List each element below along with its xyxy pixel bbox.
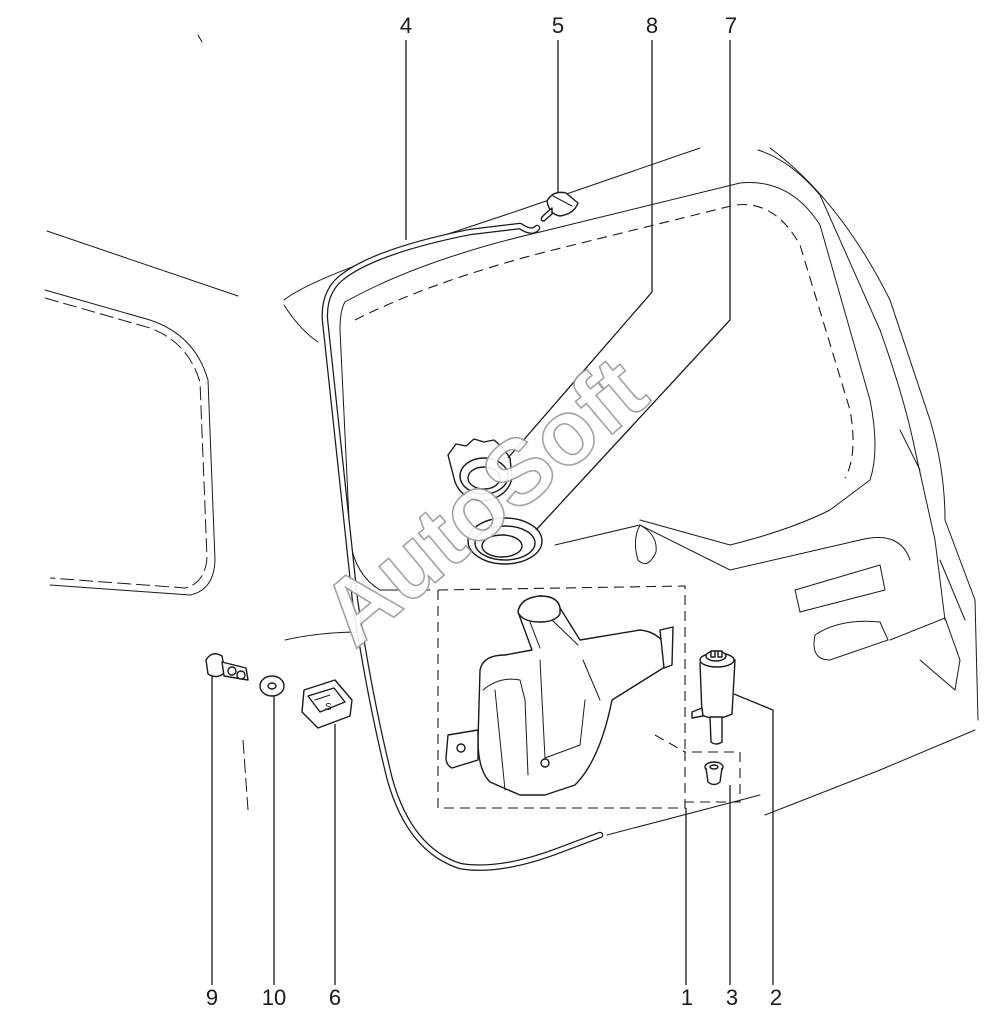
washer-hose [321,222,604,871]
ring-7 [467,517,543,565]
callout-5: 5 [552,13,564,38]
washer-nozzle [540,191,579,222]
callout-8: 8 [646,13,658,38]
callout-4: 4 [400,13,412,38]
pump-grommet [704,761,724,786]
clip-6: S [301,679,353,729]
callout-2: 2 [770,985,782,1010]
callout-1: 1 [681,985,693,1010]
washer-reservoir [445,595,674,796]
clip-mark: S [325,702,332,713]
callout-numbers: 4 5 8 7 9 10 6 1 3 2 [206,13,782,1010]
reservoir-assembly-frame [437,585,741,809]
bolt-9 [205,653,249,681]
washer-10 [259,675,285,697]
callout-6: 6 [329,985,341,1010]
callout-10: 10 [262,985,286,1010]
grommet-8 [447,438,513,502]
washer-pump [691,650,736,745]
leader-lines [211,40,774,985]
callout-9: 9 [206,985,218,1010]
watermark-text: AutoSoft [302,338,665,666]
callout-7: 7 [725,13,737,38]
callout-3: 3 [726,985,738,1010]
